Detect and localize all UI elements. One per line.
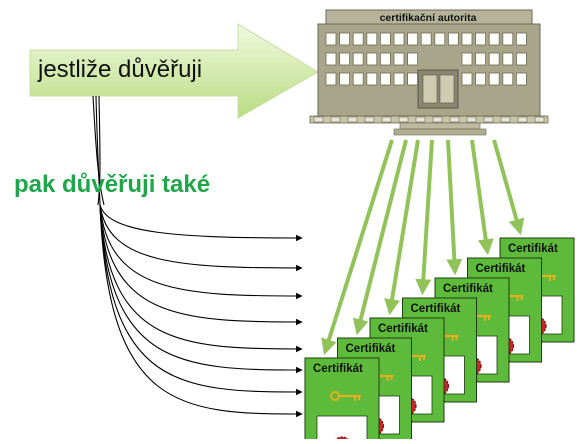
building-window — [475, 52, 487, 66]
building-window — [325, 32, 337, 46]
building-window — [366, 72, 378, 86]
building-window — [339, 32, 351, 46]
building-window — [352, 72, 364, 86]
building-window — [502, 72, 514, 86]
building-window — [379, 52, 391, 66]
building-window — [366, 52, 378, 66]
building-window — [407, 32, 419, 46]
also-trust-label: pak důvěřuji také — [14, 171, 211, 198]
trust-arrow-label: jestliže důvěřuji — [38, 56, 203, 83]
building-window — [516, 72, 527, 86]
building-window — [339, 72, 351, 86]
building-icon — [309, 9, 549, 136]
building-window — [461, 52, 473, 66]
building-base-block — [517, 116, 528, 123]
building-window — [325, 72, 337, 86]
building-window — [339, 52, 351, 66]
inherited-trust-arrow — [99, 204, 303, 242]
inherited-trust-arrow — [99, 204, 303, 396]
inherited-trust-arrow — [99, 204, 303, 418]
building-base-block — [330, 116, 341, 123]
certificate-title: Certifikát — [313, 363, 363, 375]
building-window — [352, 52, 364, 66]
key-icon — [330, 391, 361, 401]
issue-arrow — [352, 139, 408, 336]
building-window — [516, 32, 527, 46]
building-base-block — [534, 116, 545, 123]
building-window — [488, 52, 500, 66]
inherited-trust-arrow — [99, 204, 303, 353]
building-window — [352, 32, 364, 46]
building-window — [379, 72, 391, 86]
building-window — [393, 72, 405, 86]
building-window — [366, 32, 378, 46]
inherited-trust-arrow — [99, 204, 303, 326]
building-window — [475, 32, 487, 46]
building-base-block — [500, 116, 511, 123]
certificate-title: Certifikát — [410, 303, 461, 315]
issue-arrow — [415, 139, 434, 296]
issue-arrow — [470, 139, 494, 256]
certificate-title: Certifikát — [378, 323, 428, 335]
building-window — [325, 52, 337, 66]
building-window — [475, 72, 487, 86]
building-window — [502, 32, 514, 46]
building-window — [393, 52, 405, 66]
building-window — [516, 52, 527, 66]
building-base-block — [347, 116, 358, 123]
building-base-block — [364, 116, 375, 123]
building-window — [461, 32, 473, 46]
building-base-block — [398, 116, 409, 123]
building-base-block — [415, 116, 426, 123]
building-base-block — [483, 116, 494, 123]
building-window — [393, 32, 405, 46]
building-window — [461, 72, 473, 86]
building-window — [407, 72, 419, 86]
inherited-trust-arrow — [99, 204, 303, 272]
building-window — [502, 52, 514, 66]
issue-arrow — [446, 139, 463, 276]
building-base-block — [449, 116, 460, 123]
building-base-block — [466, 116, 477, 123]
certificate-title: Certifikát — [345, 343, 396, 355]
certificate-authority-label: certifikační autorita — [379, 12, 477, 24]
building-window — [488, 72, 500, 86]
trust-trunk-line — [95, 95, 101, 206]
building-window — [434, 32, 446, 46]
building-base-block — [381, 116, 392, 123]
certificate-title: Certifikát — [508, 243, 558, 255]
trust-trunk-line — [92, 95, 105, 206]
building-base-block — [432, 116, 443, 123]
certificate-title: Certifikát — [443, 283, 493, 295]
trust-arrow — [29, 23, 319, 119]
building-base-block — [313, 116, 324, 123]
trust-trunk-line — [97, 95, 101, 206]
building-window — [488, 32, 500, 46]
certificate-title: Certifikát — [475, 263, 526, 275]
issue-arrow — [384, 139, 420, 316]
building-window — [420, 32, 432, 46]
issue-arrow — [321, 139, 394, 356]
issue-arrow — [492, 139, 525, 236]
building-window — [407, 52, 419, 66]
building-window — [447, 32, 459, 46]
inherited-trust-arrow — [99, 204, 303, 374]
inherited-trust-arrow — [99, 204, 303, 300]
building-window — [379, 32, 391, 46]
